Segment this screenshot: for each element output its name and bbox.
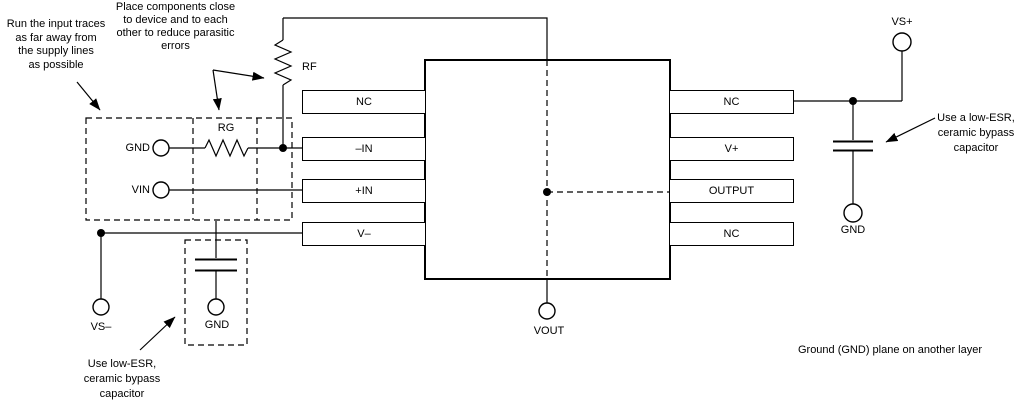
annotation-bypass-left: Use low-ESR, ceramic bypass capacitor [83, 358, 161, 400]
pin-pad-v-plus: V+ [669, 137, 794, 161]
arrow-to-left-cap [139, 316, 176, 351]
input-section-dashed-box [85, 117, 293, 221]
arrow-input-traces [76, 81, 101, 111]
annotation-place-components: Place components close to device and to … [115, 1, 236, 52]
pin-pad-pos-in: +IN [302, 179, 426, 203]
arrow-to-right-cap [885, 117, 936, 143]
gnd-input-label: GND [125, 142, 150, 154]
gnd-box-label: GND [204, 319, 230, 331]
vout-terminal [538, 302, 556, 320]
rg-resistor-symbol [204, 138, 249, 158]
feedback-top-wire [283, 17, 548, 60]
annotation-input-traces: Run the input traces as far away from th… [6, 18, 106, 71]
gnd-input-terminal [152, 139, 170, 157]
ic-center-via-dot [543, 188, 551, 196]
gnd-right-label: GND [840, 224, 866, 236]
pin-pad-neg-in: –IN [302, 137, 426, 161]
rf-label: RF [302, 61, 317, 73]
rg-label: RG [217, 122, 235, 134]
vout-label: VOUT [533, 325, 565, 337]
annotation-ground-plane: Ground (GND) plane on another layer [797, 344, 983, 356]
vs-plus-terminal [892, 32, 912, 52]
annotation-bypass-right: Use a low-ESR, ceramic bypass capacitor [937, 112, 1015, 154]
pin-pad-v-minus: V– [302, 222, 426, 246]
vin-terminal [152, 181, 170, 199]
pin-pad-output: OUTPUT [669, 179, 794, 203]
junction-dot-v-minus [97, 229, 105, 237]
arrow-to-rf [212, 69, 265, 81]
pin-pad-nc-right-bottom: NC [669, 222, 794, 246]
pin-pad-nc-left: NC [302, 90, 426, 114]
gnd-right-terminal [843, 203, 863, 223]
vin-label: VIN [131, 184, 150, 196]
vs-plus-label: VS+ [891, 16, 913, 28]
pin-pad-nc-right-top: NC [669, 90, 794, 114]
rf-resistor-symbol [273, 39, 293, 86]
junction-dot-vs-plus [849, 97, 857, 105]
junction-dot-neg-in [279, 144, 287, 152]
vs-minus-terminal [92, 298, 110, 316]
vs-minus-label: VS– [90, 321, 112, 333]
gnd-box-terminal [207, 298, 225, 316]
arrow-to-rg [212, 69, 222, 111]
